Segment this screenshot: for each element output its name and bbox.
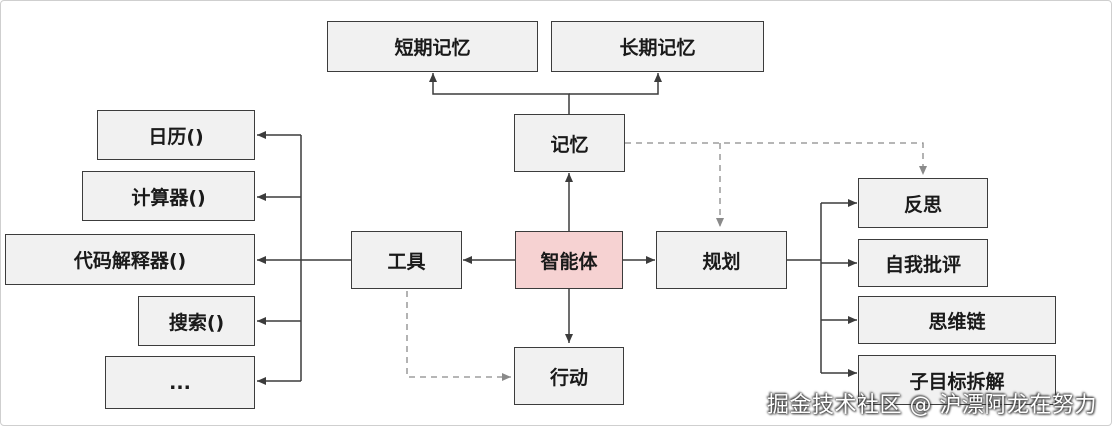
node-tool-search: 搜索()	[138, 296, 255, 346]
node-agent: 智能体	[515, 231, 623, 289]
edge-memory-reflection-dashed	[625, 142, 927, 175]
node-plan-chain-of-thought: 思维链	[858, 296, 1056, 344]
node-short-term-memory: 短期记忆	[327, 21, 538, 72]
node-tool-calendar: 日历()	[97, 110, 255, 160]
node-plan-self-critique: 自我批评	[858, 239, 988, 287]
edge-memory-short-term	[429, 73, 570, 114]
node-tool-more: ...	[105, 356, 255, 409]
node-tool-code-interpreter: 代码解释器()	[5, 234, 255, 285]
watermark: 掘金技术社区 @ 沪漂阿龙在努力	[767, 393, 1097, 418]
edge-tools-action-dashed	[406, 291, 511, 381]
node-tools: 工具	[351, 231, 462, 289]
node-action: 行动	[514, 347, 624, 405]
node-plan-reflection: 反思	[858, 178, 988, 228]
node-tool-calculator: 计算器()	[82, 171, 255, 221]
node-planning: 规划	[656, 231, 787, 289]
node-plan-subgoal-decomposition: 子目标拆解	[858, 355, 1056, 405]
edge-memory-long-term	[569, 73, 662, 95]
node-long-term-memory: 长期记忆	[551, 21, 764, 72]
node-memory: 记忆	[514, 114, 625, 172]
